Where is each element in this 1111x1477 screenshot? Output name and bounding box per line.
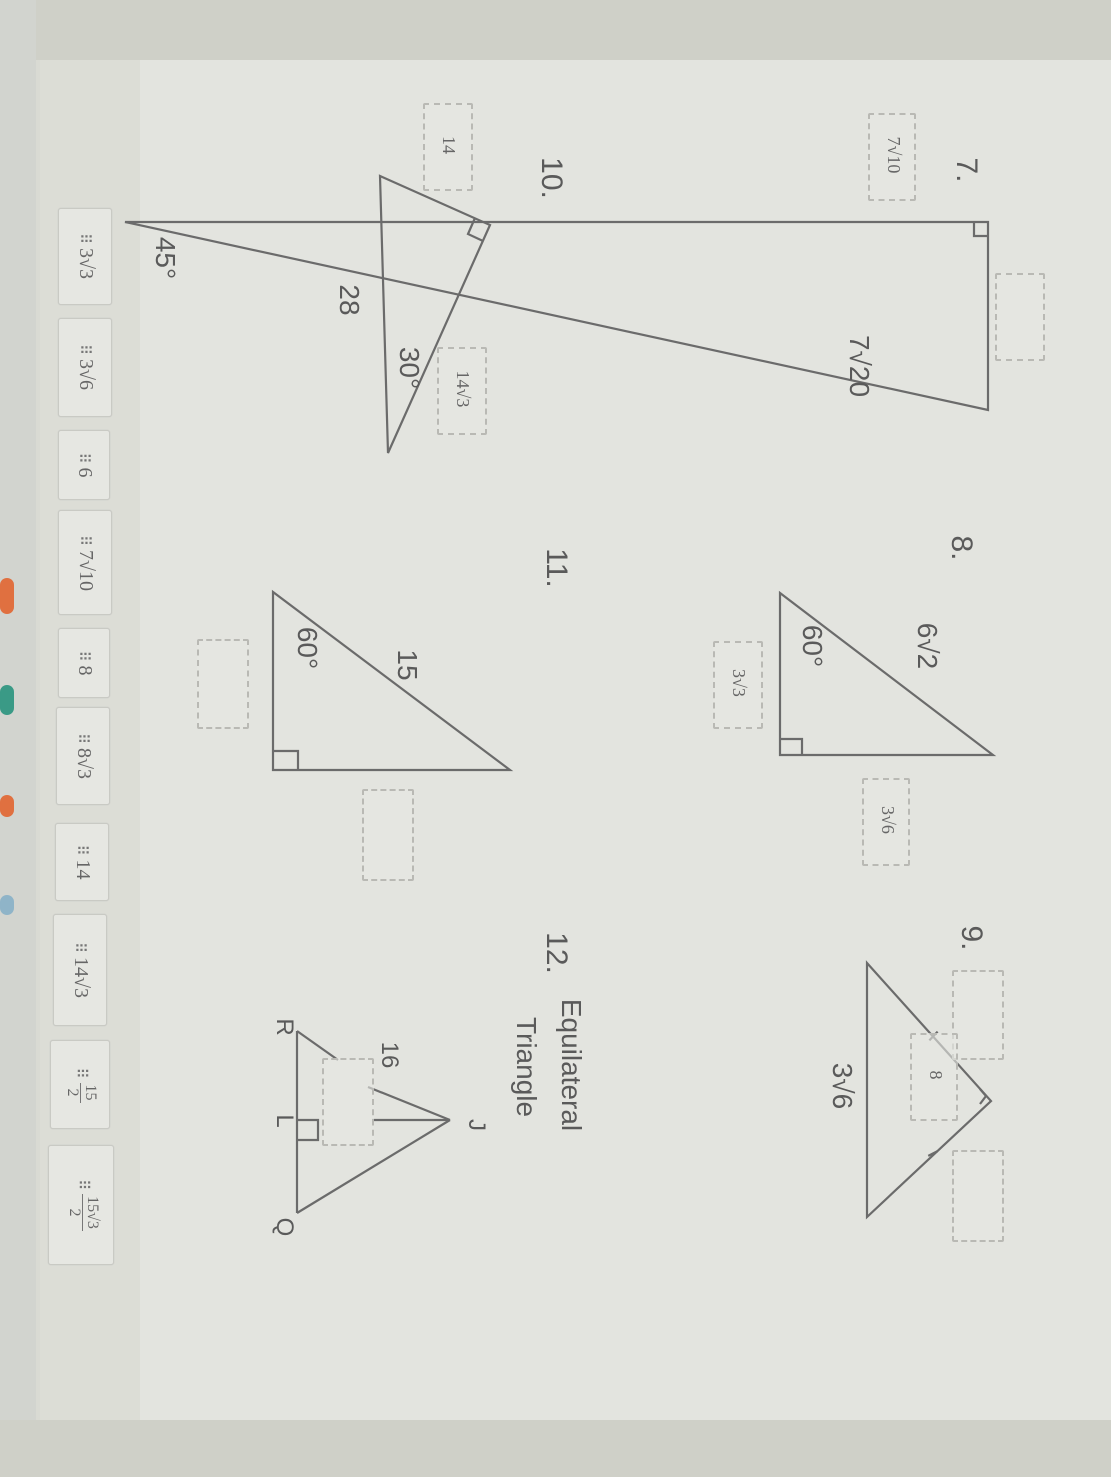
problem-8-number: 8. bbox=[945, 535, 978, 561]
chip-label: 3√3 bbox=[75, 248, 97, 279]
chip-label: 14 bbox=[72, 859, 94, 880]
drag-handle-icon: ⠿ bbox=[76, 535, 94, 545]
problem-7-dropzone-1[interactable]: 7√10 bbox=[868, 113, 916, 201]
drag-handle-icon: ⠿ bbox=[71, 942, 89, 952]
answer-chip-7sqrt10[interactable]: ⠿ 7√10 bbox=[58, 510, 112, 615]
problem-10-dropzone-1[interactable]: 14 bbox=[423, 103, 473, 191]
screen-edge bbox=[0, 0, 36, 1477]
problem-8-dropzone-2[interactable]: 3√6 bbox=[862, 778, 910, 866]
fraction: 15 2 bbox=[64, 1082, 99, 1103]
answer-chip-14sqrt3[interactable]: ⠿ 14√3 bbox=[53, 914, 107, 1026]
orange-indicator-2 bbox=[0, 795, 14, 817]
drag-handle-icon: ⠿ bbox=[73, 844, 91, 855]
teal-indicator bbox=[0, 685, 14, 715]
chip-label: 6 bbox=[74, 467, 96, 478]
bottom-margin bbox=[0, 1420, 1111, 1477]
top-margin bbox=[0, 0, 1111, 60]
triangle-11 bbox=[271, 589, 514, 772]
problem-10-dropzone-2[interactable]: 14√3 bbox=[437, 347, 487, 435]
problem-7-number: 7. bbox=[950, 157, 983, 183]
problem-8-hypotenuse-label: 6√2 bbox=[912, 622, 943, 670]
problem-12-title-line1: Equilateral bbox=[556, 998, 587, 1132]
triangle-12 bbox=[295, 1030, 451, 1214]
problem-7-hypotenuse-label: 7√20 bbox=[844, 334, 875, 398]
dropzone-value: 14√3 bbox=[453, 370, 473, 408]
problem-9-dropzone-1[interactable] bbox=[952, 970, 1004, 1060]
drag-handle-icon: ⠿ bbox=[75, 452, 93, 463]
vertex-L-label: L bbox=[271, 1114, 298, 1128]
triangle-7 bbox=[124, 220, 990, 412]
problem-10-number: 10. bbox=[535, 157, 568, 199]
problem-12-dropzone-altitude[interactable] bbox=[322, 1058, 374, 1146]
answer-chip-8sqrt3[interactable]: ⠿ 8√3 bbox=[56, 707, 110, 805]
problem-11-hypotenuse-label: 15 bbox=[392, 649, 423, 681]
problem-11-angle-label: 60° bbox=[292, 626, 323, 670]
chip-label: 3√6 bbox=[75, 359, 97, 390]
problem-12-number: 12. bbox=[540, 932, 573, 974]
drag-handle-icon: ⠿ bbox=[74, 733, 92, 743]
fraction: 15√3 2 bbox=[66, 1194, 101, 1231]
blue-indicator bbox=[0, 895, 14, 915]
triangle-8 bbox=[778, 590, 997, 757]
problem-11-dropzone-2[interactable] bbox=[362, 789, 414, 881]
answer-chip-3sqrt3[interactable]: ⠿ 3√3 bbox=[58, 208, 112, 305]
drag-handle-icon: ⠿ bbox=[75, 650, 93, 661]
problem-8-dropzone-1[interactable]: 3√3 bbox=[713, 641, 763, 729]
problem-12-dropzone-half-base[interactable]: 8 bbox=[910, 1033, 958, 1121]
dropzone-value: 3√6 bbox=[878, 806, 898, 834]
answer-chip-8[interactable]: ⠿ 8 bbox=[58, 628, 110, 698]
answer-chip-3sqrt6[interactable]: ⠿ 3√6 bbox=[58, 318, 112, 417]
drag-handle-icon: ⠿ bbox=[76, 344, 94, 354]
dropzone-value: 14 bbox=[439, 136, 459, 154]
orange-indicator bbox=[0, 578, 14, 614]
problem-7-dropzone-2[interactable] bbox=[995, 273, 1045, 361]
problem-12-title-line2: Triangle bbox=[511, 1016, 542, 1118]
chip-label: 7√10 bbox=[75, 550, 97, 591]
problem-7-angle-label: 45° bbox=[150, 236, 181, 280]
drag-handle-icon: ⠿ bbox=[74, 1179, 93, 1190]
problem-10-hypotenuse-label: 28 bbox=[334, 284, 365, 316]
triangle-10 bbox=[378, 174, 492, 454]
dropzone-value: 8 bbox=[926, 1070, 946, 1080]
problem-11-dropzone-1[interactable] bbox=[197, 639, 249, 729]
drag-handle-icon: ⠿ bbox=[76, 233, 94, 243]
chip-label: 8√3 bbox=[73, 748, 95, 779]
problem-10-angle-label: 30° bbox=[394, 346, 425, 390]
chip-label: 8 bbox=[74, 665, 96, 676]
vertex-R-label: R bbox=[271, 1018, 298, 1036]
problem-8-angle-label: 60° bbox=[797, 624, 828, 668]
dropzone-value: 7√10 bbox=[884, 136, 904, 174]
problem-9-hypotenuse-label: 3√6 bbox=[827, 1062, 858, 1110]
problem-11-number: 11. bbox=[540, 548, 573, 588]
dropzone-value: 3√3 bbox=[729, 669, 749, 697]
chip-label: 14√3 bbox=[70, 957, 92, 998]
drag-handle-icon: ⠿ bbox=[72, 1067, 91, 1078]
problem-12-side-label: 16 bbox=[376, 1041, 403, 1069]
vertex-Q-label: Q bbox=[271, 1217, 298, 1237]
problem-9-number: 9. bbox=[955, 925, 988, 951]
answer-chip-15sqrt3-over-2[interactable]: ⠿ 15√3 2 bbox=[48, 1145, 114, 1265]
worksheet-area bbox=[140, 60, 1111, 1420]
dropzone-value bbox=[1007, 273, 1031, 357]
answer-chip-14[interactable]: ⠿ 14 bbox=[55, 823, 109, 901]
answer-chip-15-over-2[interactable]: ⠿ 15 2 bbox=[50, 1040, 110, 1129]
answer-chip-6[interactable]: ⠿ 6 bbox=[58, 430, 110, 500]
problem-9-dropzone-2[interactable] bbox=[952, 1150, 1004, 1242]
vertex-J-label: J bbox=[463, 1119, 490, 1131]
